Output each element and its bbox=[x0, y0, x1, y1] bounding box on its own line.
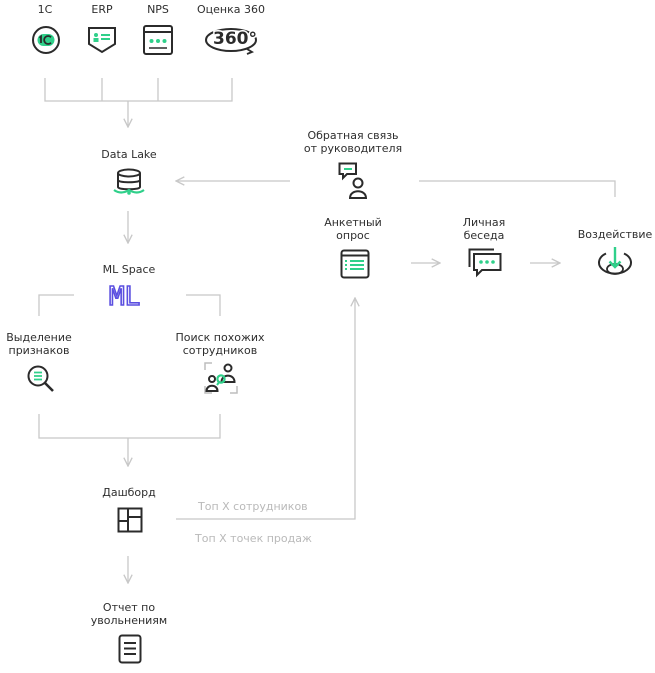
feedback-label-line-1: Обратная связь bbox=[307, 129, 399, 142]
features-label-line-2: признаков bbox=[8, 344, 70, 357]
similar-label-line-1: Поиск похожих bbox=[175, 331, 265, 344]
dashboard-to-survey-line bbox=[176, 298, 355, 520]
report-label-line-1: Отчет по bbox=[102, 601, 156, 614]
features-label: Выделение признаков bbox=[6, 331, 72, 357]
document-icon bbox=[118, 634, 142, 664]
features-label-line-1: Выделение bbox=[6, 331, 72, 344]
top-points-note: Топ X точек продаж bbox=[195, 532, 312, 545]
nps-window-icon bbox=[142, 24, 174, 56]
logo-360-text: 360° bbox=[213, 29, 257, 49]
data-lake-label: Data Lake bbox=[101, 148, 157, 161]
ml-bracket-left bbox=[38, 294, 74, 316]
source-label-erp: ERP bbox=[91, 3, 113, 16]
target-arrow-icon bbox=[594, 245, 636, 279]
feedback-label: Обратная связь от руководителя bbox=[304, 129, 402, 155]
survey-form-icon bbox=[340, 249, 370, 279]
impact-label: Воздействие bbox=[577, 228, 653, 241]
survey-label-line-1: Анкетный bbox=[324, 216, 382, 229]
people-search-icon bbox=[204, 362, 238, 394]
ml-space-label: ML Space bbox=[102, 263, 156, 276]
similar-label-line-2: сотрудников bbox=[182, 344, 258, 357]
survey-label-line-2: опрос bbox=[336, 229, 370, 242]
similar-employees-label: Поиск похожих сотрудников bbox=[175, 331, 264, 357]
impact-feedback-line bbox=[419, 180, 616, 197]
report-label: Отчет по увольнениям bbox=[91, 601, 167, 627]
feedback-label-line-2: от руководителя bbox=[303, 142, 403, 155]
source-label-nps: NPS bbox=[147, 3, 169, 16]
magnifier-list-icon bbox=[26, 364, 56, 394]
sources-merge-line bbox=[44, 78, 233, 102]
ml-bracket-right bbox=[186, 294, 221, 316]
erp-card-icon bbox=[87, 26, 117, 54]
chat-bubbles-icon bbox=[468, 248, 502, 278]
top-employees-note: Топ X сотрудников bbox=[198, 500, 308, 513]
merge-to-dashboard-line bbox=[38, 414, 221, 439]
dashboard-label: Дашборд bbox=[102, 486, 156, 499]
dashboard-layout-icon bbox=[117, 507, 143, 533]
personal-talk-label: Личная беседа bbox=[463, 216, 505, 242]
manager-chat-icon bbox=[338, 162, 368, 200]
talk-label-line-1: Личная bbox=[462, 216, 506, 229]
ml-logo-icon: ML bbox=[107, 281, 151, 309]
source-label-1c: 1С bbox=[37, 3, 53, 16]
report-label-line-2: увольнениям bbox=[90, 614, 168, 627]
source-label-ocenka-360: Оценка 360 bbox=[197, 3, 265, 16]
ml-logo-text: ML bbox=[109, 282, 140, 309]
1c-logo-icon bbox=[31, 25, 61, 55]
database-icon bbox=[112, 168, 146, 196]
rotate-360-icon: 360° bbox=[203, 22, 259, 56]
talk-label-line-2: беседа bbox=[463, 229, 505, 242]
survey-label: Анкетный опрос bbox=[324, 216, 382, 242]
